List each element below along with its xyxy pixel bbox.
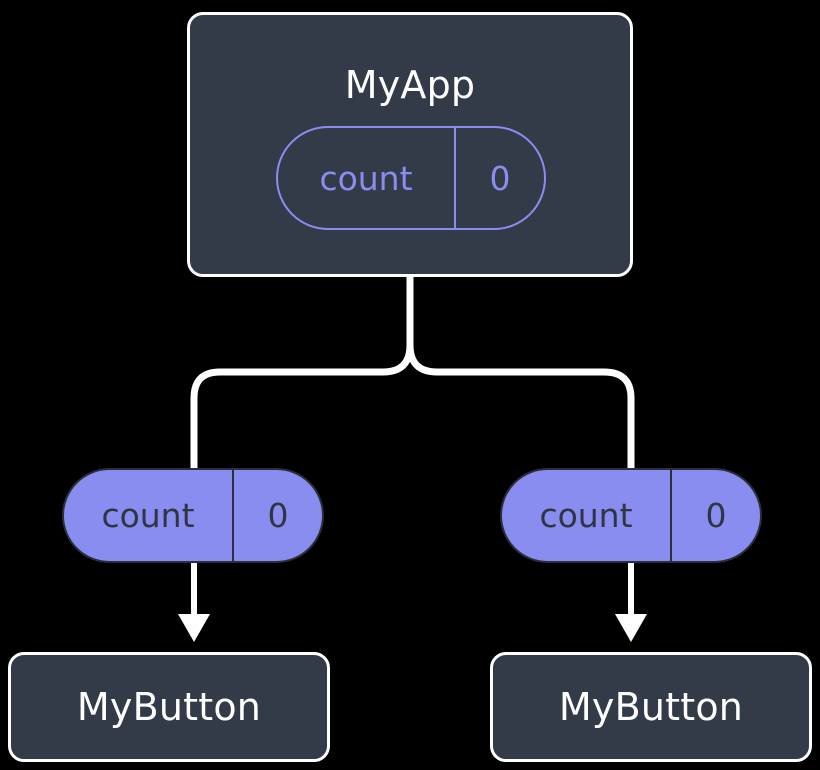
prop-pill-right-count[interactable]: count 0 — [500, 468, 762, 563]
state-pill-count[interactable]: count 0 — [276, 126, 546, 230]
prop-pill-left-count[interactable]: count 0 — [62, 468, 324, 563]
prop-pill-right-name: count — [502, 470, 672, 561]
component-title-myapp: MyApp — [344, 63, 476, 107]
component-card-mybutton-left[interactable]: MyButton — [8, 652, 330, 762]
state-pill-name: count — [278, 128, 456, 228]
component-card-mybutton-right[interactable]: MyButton — [490, 652, 812, 762]
prop-pill-left-name: count — [64, 470, 234, 561]
prop-arrow-left-head — [178, 614, 210, 642]
fork-branch-right — [406, 344, 635, 468]
prop-arrow-right-head — [615, 614, 647, 642]
component-title-mybutton-left: MyButton — [76, 685, 262, 729]
prop-pill-right-value: 0 — [705, 496, 727, 535]
component-title-mybutton-right: MyButton — [558, 685, 744, 729]
state-pill-value: 0 — [489, 158, 511, 198]
prop-pill-left-value: 0 — [267, 496, 289, 535]
fork-branch-left — [190, 344, 414, 468]
